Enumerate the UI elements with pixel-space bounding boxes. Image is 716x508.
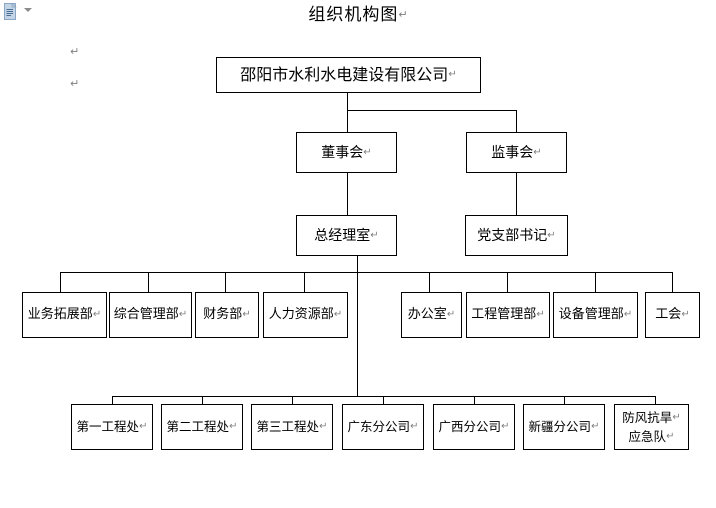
pilcrow-mark: ↵: [398, 8, 408, 21]
org-node-label: 邵阳市水利水电建设有限公司: [240, 65, 449, 84]
connector-line: [655, 396, 656, 404]
page-title: 组织机构图↵: [0, 4, 716, 26]
org-node-company[interactable]: 邵阳市水利水电建设有限公司↵: [216, 57, 481, 93]
org-node-equipment-management[interactable]: 设备管理部↵: [553, 292, 638, 338]
org-node-label: 广东分公司: [347, 419, 411, 434]
pilcrow-mark: ↵: [229, 421, 238, 432]
org-node-label: 总经理室: [314, 227, 371, 244]
org-node-label: 办公室: [407, 307, 447, 322]
pilcrow-mark: ↵: [501, 421, 510, 432]
connector-line: [347, 172, 348, 215]
org-node-general-manager[interactable]: 总经理室↵: [296, 215, 397, 256]
org-node-label: 监事会: [491, 144, 534, 161]
connector-line: [507, 272, 508, 292]
org-node-label: 综合管理部: [113, 307, 179, 322]
connector-line: [60, 272, 61, 292]
org-node-label: 党支部书记: [477, 227, 548, 244]
org-node-label: 第二工程处: [166, 419, 230, 434]
connector-line: [474, 396, 475, 404]
org-node-labor-union[interactable]: 工会↵: [645, 292, 700, 338]
pilcrow-mark: ↵: [623, 309, 633, 320]
org-node-label: 业务拓展部: [27, 307, 93, 322]
org-node-guangdong-branch[interactable]: 广东分公司↵: [342, 404, 424, 450]
paragraph-mark: ↵: [70, 45, 80, 58]
org-node-label: 设备管理部: [558, 307, 624, 322]
org-node-supervisors[interactable]: 监事会↵: [466, 132, 567, 173]
org-node-label: 工会: [655, 307, 682, 322]
connector-line: [347, 110, 348, 132]
pilcrow-mark: ↵: [591, 421, 600, 432]
org-node-finance[interactable]: 财务部↵: [195, 292, 259, 338]
org-node-guangxi-branch[interactable]: 广西分公司↵: [433, 404, 515, 450]
pilcrow-mark: ↵: [672, 412, 681, 423]
org-node-label: 第三工程处: [256, 419, 320, 434]
connector-line: [148, 272, 149, 292]
org-node-label: 第一工程处: [76, 419, 140, 434]
connector-line: [347, 110, 517, 111]
paragraph-mark: ↵: [70, 77, 80, 90]
org-node-project-management[interactable]: 工程管理部↵: [466, 292, 550, 338]
org-node-label: 董事会: [321, 144, 364, 161]
connector-line: [357, 255, 358, 396]
connector-line: [225, 272, 226, 292]
org-node-xinjiang-branch[interactable]: 新疆分公司↵: [523, 404, 605, 450]
org-node-engineering-division-2[interactable]: 第二工程处↵: [161, 404, 243, 450]
pilcrow-mark: ↵: [536, 309, 545, 320]
pilcrow-mark: ↵: [448, 69, 457, 80]
org-node-label: 人力资源部: [268, 307, 334, 322]
connector-bus: [60, 272, 673, 273]
connector-line: [383, 396, 384, 404]
connector-line: [202, 396, 203, 404]
org-node-office[interactable]: 办公室↵: [401, 292, 462, 338]
pilcrow-mark: ↵: [363, 146, 372, 158]
org-node-engineering-division-1[interactable]: 第一工程处↵: [71, 404, 153, 450]
connector-line: [304, 272, 305, 292]
pilcrow-mark: ↵: [666, 431, 675, 442]
connector-line: [595, 272, 596, 292]
connector-line: [672, 272, 673, 292]
connector-line: [429, 272, 430, 292]
org-node-label: 广西分公司: [438, 419, 502, 434]
pilcrow-mark: ↵: [533, 146, 542, 158]
org-node-emergency-response-team[interactable]: 防风抗旱↵ 应急队↵: [614, 404, 689, 450]
org-node-label: 财务部: [203, 307, 243, 322]
pilcrow-mark: ↵: [681, 309, 690, 320]
pilcrow-mark: ↵: [446, 309, 456, 320]
pilcrow-mark: ↵: [319, 421, 328, 432]
org-node-board[interactable]: 董事会↵: [296, 132, 397, 173]
connector-line: [347, 92, 348, 110]
pilcrow-mark: ↵: [370, 229, 379, 241]
chevron-down-icon[interactable]: [24, 8, 32, 12]
connector-line: [292, 396, 293, 404]
org-node-label-line1: 防风抗旱: [622, 410, 673, 425]
pilcrow-mark: ↵: [92, 309, 102, 320]
pilcrow-mark: ↵: [410, 421, 419, 432]
pilcrow-mark: ↵: [139, 421, 148, 432]
connector-line: [564, 396, 565, 404]
connector-line: [112, 396, 113, 404]
pilcrow-mark: ↵: [242, 309, 251, 320]
org-node-human-resources[interactable]: 人力资源部↵: [263, 292, 348, 338]
pilcrow-mark: ↵: [547, 229, 556, 241]
org-node-general-administration[interactable]: 综合管理部↵: [109, 292, 192, 338]
pilcrow-mark: ↵: [178, 309, 188, 320]
document-icon[interactable]: [4, 3, 19, 21]
pilcrow-mark: ↵: [333, 309, 343, 320]
org-node-label: 新疆分公司: [528, 419, 592, 434]
org-node-label: 工程管理部: [471, 307, 537, 322]
org-node-engineering-division-3[interactable]: 第三工程处↵: [251, 404, 333, 450]
connector-line: [516, 172, 517, 215]
org-node-party-secretary[interactable]: 党支部书记↵: [465, 215, 568, 256]
org-node-label-line2: 应急队: [628, 429, 667, 444]
connector-line: [516, 110, 517, 132]
page-title-text: 组织机构图: [308, 5, 399, 25]
org-node-business-development[interactable]: 业务拓展部↵: [22, 292, 107, 338]
